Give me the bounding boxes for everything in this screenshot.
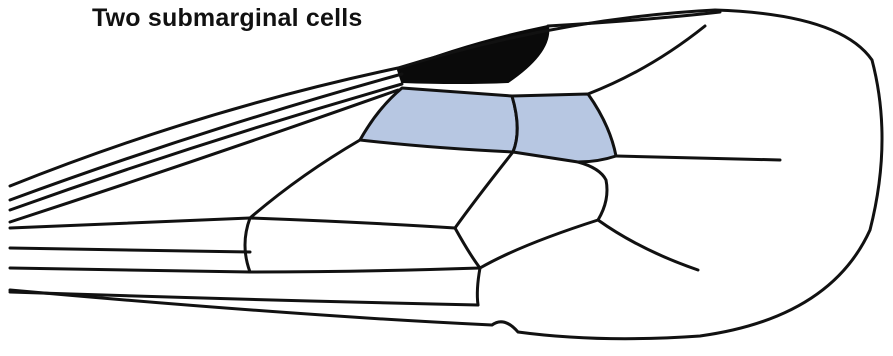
vein-cross-1 bbox=[455, 228, 480, 268]
basal-vein-lower bbox=[10, 268, 250, 272]
vein-outer-1 bbox=[598, 220, 698, 270]
costal-vein bbox=[10, 74, 402, 200]
vein-discal-lower bbox=[480, 220, 598, 268]
submarginal-cells bbox=[360, 88, 616, 162]
median-vein bbox=[250, 218, 455, 228]
basal-vein-upper bbox=[10, 218, 250, 228]
radial-vein bbox=[10, 90, 398, 222]
vein-discal bbox=[578, 162, 607, 220]
anal-vein bbox=[10, 292, 478, 305]
wing-base-line bbox=[10, 248, 250, 252]
submarginal-cell-1 bbox=[360, 88, 517, 152]
basal-cross bbox=[245, 218, 250, 272]
subcostal-vein bbox=[10, 84, 402, 210]
marginal-cell-edge bbox=[548, 12, 720, 26]
submarginal-cell-2 bbox=[512, 94, 616, 162]
anal-cross bbox=[477, 268, 480, 305]
vein-sm-mid bbox=[455, 152, 513, 228]
marginal-cell-outer bbox=[588, 26, 705, 94]
vein-sm-lower bbox=[250, 140, 360, 218]
cubital-vein bbox=[250, 268, 480, 272]
apical-vein bbox=[616, 156, 780, 160]
